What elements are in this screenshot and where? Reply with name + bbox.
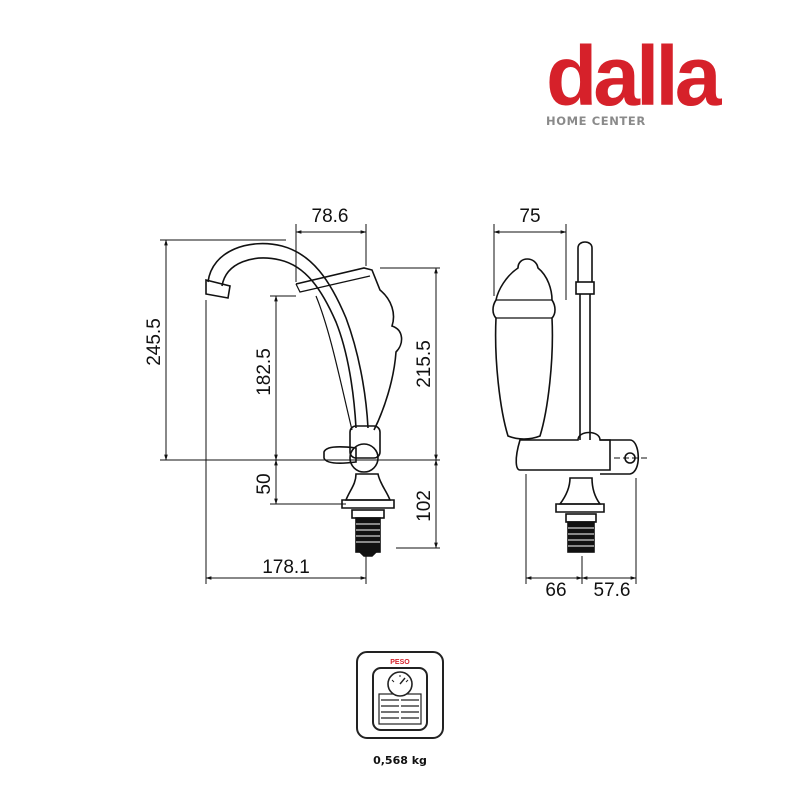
- weight-value: 0,568 kg: [373, 754, 427, 767]
- brand-name: dalla: [546, 29, 721, 123]
- weight-badge: PESO: [355, 650, 445, 740]
- brand-subtitle: HOME CENTER: [546, 114, 650, 128]
- dim-reach: 178.1: [262, 557, 310, 578]
- side-dimension-labels: 75 66 57.6: [519, 206, 630, 601]
- front-view-faucet: [205, 242, 403, 557]
- dim-lever-height: 50: [254, 473, 275, 494]
- weight-badge-label: PESO: [390, 659, 410, 666]
- dim-thread-length: 102: [414, 490, 435, 522]
- dim-spout-height: 182.5: [254, 348, 275, 396]
- dim-side-width: 75: [519, 206, 540, 227]
- side-view-faucet: [492, 241, 648, 553]
- brand-logo: dalla HOME CENTER: [546, 34, 762, 132]
- dim-side-depth-back: 57.6: [594, 580, 631, 601]
- side-dimension-lines: [493, 224, 637, 584]
- dim-body-height: 215.5: [414, 340, 435, 388]
- dim-side-depth-front: 66: [545, 580, 566, 601]
- scale-icon: [372, 667, 428, 731]
- front-dimension-lines: [160, 224, 440, 584]
- dim-total-height: 245.5: [144, 318, 165, 366]
- dim-spout-offset: 78.6: [312, 206, 349, 227]
- front-dimension-labels: 78.6 245.5 182.5 215.5 50 102 178.1: [144, 206, 435, 578]
